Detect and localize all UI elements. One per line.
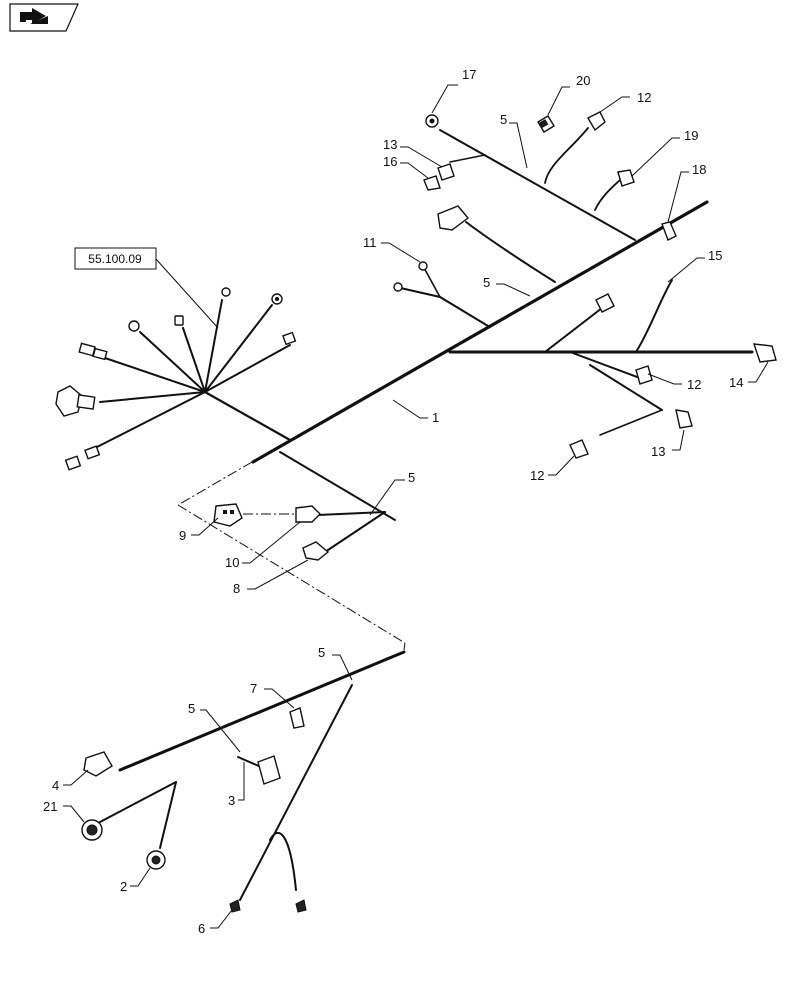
- callout-9: 9: [179, 528, 186, 543]
- back-arrow-icon[interactable]: [9, 3, 79, 32]
- callout-3: 3: [228, 793, 235, 808]
- callout-12: 12: [687, 377, 701, 392]
- callout-5: 5: [483, 275, 490, 290]
- callout-21: 21: [43, 799, 57, 814]
- callout-10: 10: [225, 555, 239, 570]
- callout-7: 7: [250, 681, 257, 696]
- callout-15: 15: [708, 248, 722, 263]
- main-harness: [203, 200, 754, 464]
- callout-12: 12: [637, 90, 651, 105]
- lower-harness: [99, 650, 406, 901]
- callout-13: 13: [651, 444, 665, 459]
- leader-lines: [63, 84, 769, 929]
- callout-18: 18: [692, 162, 706, 177]
- lower-branch: [279, 451, 396, 553]
- callout-19: 19: [684, 128, 698, 143]
- callout-11: 11: [363, 235, 377, 250]
- callout-2: 2: [120, 879, 127, 894]
- callout-4: 4: [52, 778, 59, 793]
- callout-5: 5: [318, 645, 325, 660]
- callout-17: 17: [462, 67, 476, 82]
- callout-13: 13: [383, 137, 397, 152]
- callout-6: 6: [198, 921, 205, 936]
- reference-dash-lines: [177, 461, 406, 651]
- callout-5: 5: [500, 112, 507, 127]
- callout-8: 8: [233, 581, 240, 596]
- reference-box[interactable]: 55.100.09: [74, 247, 219, 329]
- callout-5: 5: [408, 470, 415, 485]
- callout-12: 12: [530, 468, 544, 483]
- upper-connectors: [393, 111, 777, 459]
- callout-5: 5: [188, 701, 195, 716]
- upper-branch: [395, 127, 673, 436]
- callout-1: 1: [432, 410, 439, 425]
- callout-16: 16: [383, 154, 397, 169]
- connector-8: [302, 541, 330, 561]
- lower-connectors: [81, 707, 307, 913]
- connector-9: [213, 503, 243, 527]
- callout-14: 14: [729, 375, 743, 390]
- left-connectors: [55, 287, 297, 471]
- callout-labels: 17 20 12 5 13 16 19 18 11 5 15 1 14 12 1…: [43, 67, 743, 936]
- left-branch-bundle: [94, 299, 291, 449]
- callout-20: 20: [576, 73, 590, 88]
- connector-10: [295, 505, 321, 523]
- reference-label: 55.100.09: [88, 252, 142, 266]
